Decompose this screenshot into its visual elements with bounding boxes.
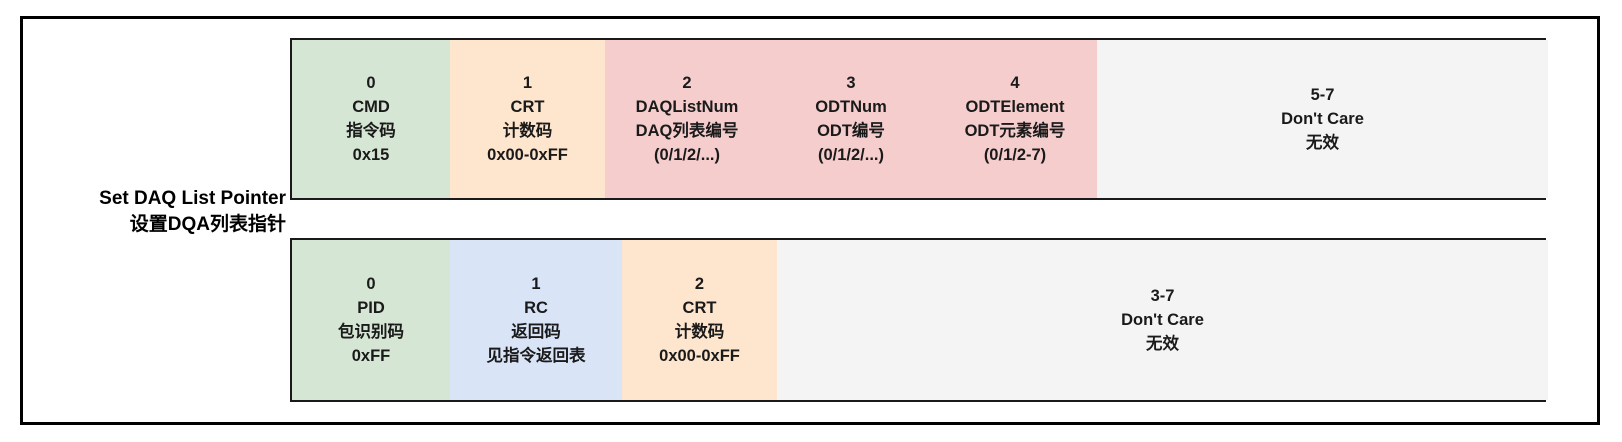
response-cell-1-mnemonic: RC [524, 299, 548, 317]
response-cell-1-value: 见指令返回表 [486, 347, 586, 365]
request-cell-1-chinese: 计数码 [502, 122, 553, 140]
row-label-english: Set DAQ List Pointer [99, 188, 286, 209]
request-cell-5-7-chinese: 无效 [1306, 134, 1339, 152]
response-cell-1-chinese: 返回码 [511, 323, 561, 341]
request-cell-1-value: 0x00-0xFF [487, 146, 568, 164]
response-cell-3-7-mnemonic: Don't Care [1121, 311, 1204, 329]
request-cell-4-index: 4 [1010, 74, 1020, 92]
request-cell-4-chinese: ODT元素编号 [964, 122, 1066, 140]
request-cell-4-mnemonic: ODTElement [965, 98, 1065, 116]
response-cell-3-7-chinese: 无效 [1146, 335, 1179, 353]
request-cell-3-value: (0/1/2/...) [817, 146, 885, 164]
row-label-chinese: 设置DQA列表指针 [129, 214, 286, 235]
request-cell-0-mnemonic: CMD [352, 98, 390, 116]
request-cell-4-value: (0/1/2-7) [983, 146, 1047, 164]
row-label-group: Set DAQ List Pointer 设置DQA列表指针 [36, 186, 286, 238]
request-cell-2-value: (0/1/2/...) [653, 146, 720, 164]
response-cell-3-7-index: 3-7 [1150, 287, 1175, 305]
response-cell-2-value: 0x00-0xFF [659, 347, 740, 365]
response-cell-0-value: 0xFF [351, 347, 391, 365]
request-cell-0-chinese: 指令码 [346, 122, 396, 140]
request-cell-2-index: 2 [682, 74, 692, 92]
response-cell-2-mnemonic: CRT [682, 299, 717, 317]
request-cell-1-index: 1 [522, 74, 533, 92]
request-cell-5-7-mnemonic: Don't Care [1281, 110, 1364, 128]
request-cell-0-index: 0 [366, 74, 376, 92]
response-cell-0-mnemonic: PID [357, 299, 385, 317]
request-cell-0-value: 0x15 [352, 146, 390, 164]
response-cell-2-index: 2 [694, 275, 705, 293]
request-cell-1-mnemonic: CRT [510, 98, 545, 116]
request-cell-3-chinese: ODT编号 [817, 122, 885, 140]
request-cell-3-index: 3 [846, 74, 856, 92]
request-cell-5-7-index: 5-7 [1310, 86, 1335, 104]
request-cell-2-mnemonic: DAQListNum [635, 98, 739, 116]
request-cell-2-chinese: DAQ列表编号 [635, 122, 739, 140]
request-cell-3-mnemonic: ODTNum [815, 98, 887, 116]
response-cell-0-chinese: 包识别码 [338, 323, 404, 341]
response-cell-1-index: 1 [531, 275, 541, 293]
response-cell-0-index: 0 [366, 275, 376, 293]
response-cell-2-chinese: 计数码 [674, 323, 725, 341]
